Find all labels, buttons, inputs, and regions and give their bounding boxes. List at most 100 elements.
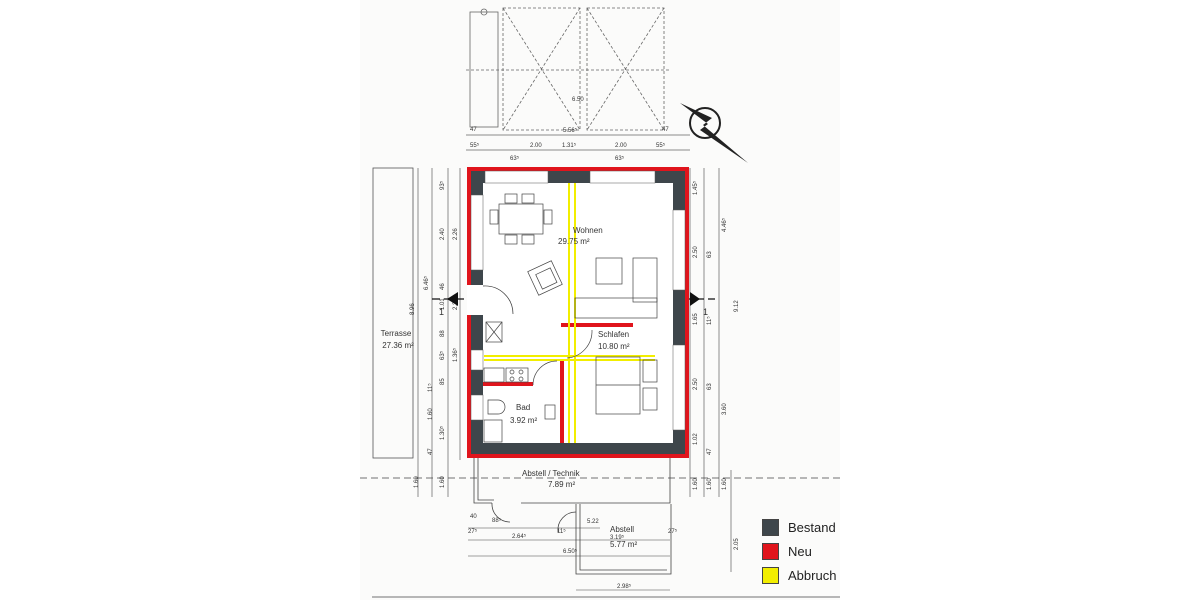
terrace-outline bbox=[372, 167, 414, 459]
dim-label: 6.50⁵ bbox=[563, 548, 578, 555]
dining-table bbox=[498, 203, 544, 235]
stove bbox=[505, 367, 529, 383]
washing-machine bbox=[483, 419, 503, 443]
legend-label: Neu bbox=[788, 543, 812, 559]
wohnen-name: Wohnen bbox=[573, 226, 603, 235]
bottom-dimension-labels: 40 88⁵ 27⁵ 2.64⁵ 11⁵ 5.22 6.50⁵ 27⁵ 2.98… bbox=[468, 514, 678, 590]
dim-label: 1.60 bbox=[722, 478, 728, 490]
dim-label: 11⁵ bbox=[706, 316, 713, 325]
legend-swatch bbox=[762, 566, 779, 584]
dim-label: 1.60 bbox=[693, 478, 699, 490]
dim-label: 2.50 bbox=[693, 246, 699, 258]
dim-label: 85 bbox=[440, 378, 446, 385]
legend-item-neu: Neu bbox=[762, 539, 836, 563]
dim-label: 88 bbox=[440, 330, 446, 337]
dim-label: 9.12 bbox=[734, 300, 740, 312]
legend-label: Bestand bbox=[788, 519, 836, 535]
dim-label: 47 bbox=[470, 127, 477, 133]
sofa bbox=[574, 297, 658, 319]
dim-label: 3.60 bbox=[722, 403, 728, 415]
dim-label: 2.64⁵ bbox=[512, 533, 527, 540]
dim-label: 11⁵ bbox=[427, 383, 434, 392]
dim-label: 1.31⁵ bbox=[562, 142, 577, 149]
toilet bbox=[487, 399, 506, 415]
schlafen-name: Schlafen bbox=[598, 330, 629, 339]
dim-label: 27⁵ bbox=[468, 528, 478, 535]
abstell-technik-area: 7.89 m² bbox=[548, 480, 575, 489]
shaft bbox=[485, 321, 503, 343]
dim-label: 55⁵ bbox=[656, 142, 666, 149]
dim-label: 1.45⁵ bbox=[692, 180, 699, 195]
bad-name: Bad bbox=[516, 403, 530, 412]
washbasin bbox=[544, 404, 556, 420]
dimension-lines bbox=[417, 168, 732, 591]
dim-label: 2.05 bbox=[734, 538, 740, 550]
abstell-name: Abstell bbox=[610, 525, 634, 534]
dim-label: 1.65 bbox=[693, 313, 699, 325]
abstell-sub: 3.19⁵ bbox=[610, 534, 625, 541]
section-arrow-left-icon bbox=[447, 292, 458, 306]
parking-area bbox=[466, 7, 690, 151]
left-dimension-labels: 8.96 6.46⁵ 2.40 2.26 1.01 2.26 88 63⁵ 85… bbox=[410, 180, 459, 488]
dim-label: 2.00 bbox=[530, 143, 542, 149]
dim-label: 4.46⁵ bbox=[721, 217, 728, 232]
schlafen-area: 10.80 m² bbox=[598, 342, 630, 351]
dim-label: 1.60 bbox=[428, 408, 434, 420]
dim-label: 1.60 bbox=[440, 476, 446, 488]
furniture bbox=[483, 193, 658, 443]
legend-item-bestand: Bestand bbox=[762, 515, 836, 539]
dim-label: 5.22 bbox=[587, 519, 599, 525]
legend-swatch bbox=[762, 518, 779, 536]
dim-label: 47 bbox=[662, 127, 669, 133]
bad-area: 3.92 m² bbox=[510, 416, 537, 425]
abstell-technik-name: Abstell / Technik bbox=[522, 469, 581, 478]
section-marker-left: 1 bbox=[439, 307, 444, 317]
right-dimension-labels: 1.45⁵ 4.46⁵ 2.50 63 1.65 11⁵ 2.50 63 1.0… bbox=[692, 180, 740, 550]
terrasse-name: Terrasse bbox=[381, 329, 412, 338]
dim-label: 8.96 bbox=[410, 303, 416, 315]
dim-label: 5.56⁵ bbox=[563, 127, 578, 134]
legend-item-abbruch: Abbruch bbox=[762, 563, 836, 587]
legend-label: Abbruch bbox=[788, 567, 837, 583]
dim-label: 2.40 bbox=[440, 228, 446, 240]
dim-label: 1.36⁵ bbox=[452, 347, 459, 362]
dim-label: 1.30⁵ bbox=[439, 425, 446, 440]
double-bed bbox=[595, 356, 641, 415]
coffee-table bbox=[595, 257, 623, 285]
dim-label: 2.50 bbox=[693, 378, 699, 390]
dim-label: 1.02 bbox=[693, 433, 699, 445]
dim-label: 47 bbox=[428, 448, 434, 455]
section-marker-right: 1 bbox=[703, 307, 708, 317]
dim-label: 1.01 bbox=[440, 298, 446, 310]
dim-label: 47 bbox=[707, 448, 713, 455]
legend: Bestand Neu Abbruch bbox=[762, 515, 836, 587]
section-arrow-right-icon bbox=[690, 292, 700, 306]
dim-label: 2.98⁵ bbox=[617, 583, 632, 590]
legend-swatch bbox=[762, 542, 779, 560]
storage-annex bbox=[360, 458, 840, 598]
dim-label: 2.00 bbox=[615, 143, 627, 149]
dim-label: 6.46⁵ bbox=[423, 275, 430, 290]
dim-label: 63 bbox=[707, 383, 713, 390]
dim-label: 93⁵ bbox=[439, 180, 446, 190]
wohnen-area: 29.75 m² bbox=[558, 237, 590, 246]
dim-label: 2.26 bbox=[453, 228, 459, 240]
dim-label: 88⁵ bbox=[492, 517, 502, 524]
terrasse-area: 27.36 m² bbox=[382, 341, 414, 350]
building-walls bbox=[467, 167, 689, 458]
dim-label: 40 bbox=[470, 514, 477, 520]
dim-label: 63⁵ bbox=[510, 155, 520, 162]
dim-label: 63⁵ bbox=[615, 155, 625, 162]
dim-label: 63 bbox=[707, 251, 713, 258]
dim-label: 11⁵ bbox=[557, 528, 566, 535]
dim-carport-width: 6.50 bbox=[572, 97, 584, 103]
dim-label: 63⁵ bbox=[439, 350, 446, 360]
dim-label: 46 bbox=[440, 283, 446, 290]
dim-label: 27⁵ bbox=[668, 528, 678, 535]
dim-label: 1.60 bbox=[414, 476, 420, 488]
abstell-area: 5.77 m² bbox=[610, 540, 637, 549]
dim-label: 55⁵ bbox=[470, 142, 480, 149]
north-arrow-icon bbox=[680, 103, 748, 163]
dim-label: 1.60 bbox=[707, 478, 713, 490]
